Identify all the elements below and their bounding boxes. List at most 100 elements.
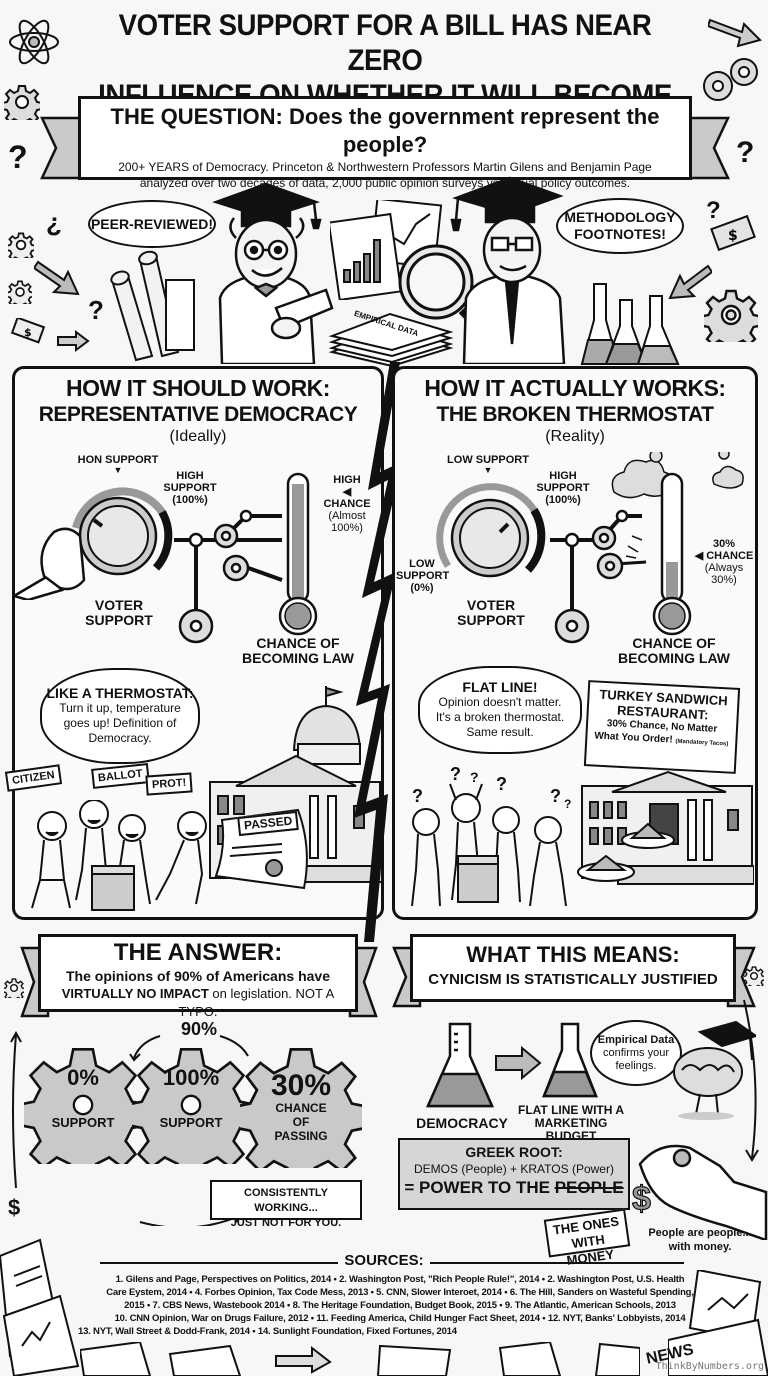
money-icon: $ bbox=[10, 316, 50, 346]
correction-note: THE ONES WITH MONEY bbox=[543, 1208, 631, 1268]
label-line: SUPPORT bbox=[396, 570, 450, 583]
newspaper-pile-right bbox=[667, 1268, 768, 1376]
gear-icon bbox=[5, 280, 35, 309]
answer-line-1: The opinions of 90% of Americans have bbox=[66, 968, 330, 984]
democracy-label: DEMOCRACY bbox=[416, 1115, 508, 1131]
caption-line: SUPPORT bbox=[85, 612, 153, 629]
voter-support-dial bbox=[62, 478, 180, 588]
gear-value: 0% bbox=[67, 1064, 99, 1090]
gear-icon bbox=[5, 232, 37, 264]
question-text: Does the government represent the people… bbox=[289, 104, 660, 157]
svg-text:?: ? bbox=[412, 786, 423, 806]
sources-title: SOURCES: bbox=[344, 1252, 424, 1269]
caption-line: People are people... bbox=[648, 1227, 752, 1239]
bubble-line: It's a broken thermostat. bbox=[435, 710, 565, 724]
methodology-bubble: METHODOLOGY FOOTNOTES! bbox=[556, 198, 684, 254]
empirical-data-stack bbox=[326, 312, 456, 368]
bubble-line: Opinion doesn't matter. bbox=[438, 695, 562, 709]
caption-line: CHANCE OF bbox=[632, 635, 716, 651]
gear-icon bbox=[742, 966, 766, 991]
professor-right bbox=[448, 174, 584, 366]
caption-line: BECOMING LAW bbox=[242, 650, 354, 667]
gear-value: 100% bbox=[162, 1064, 220, 1090]
dial-high-label: HIGH SUPPORT (100%) bbox=[160, 470, 220, 506]
question-mark-icon: ? bbox=[706, 197, 721, 224]
arrow-up-icon bbox=[8, 1030, 22, 1190]
sandwich-plate bbox=[620, 820, 676, 850]
money-hand: $ bbox=[630, 1130, 768, 1242]
label-text: CHANCE bbox=[323, 498, 371, 511]
sandwich-plate bbox=[576, 850, 636, 882]
svg-text:?: ? bbox=[550, 786, 561, 806]
answer-emphasis: VIRTUALLY NO IMPACT bbox=[61, 986, 209, 1001]
greek-result-struck: PEOPLE bbox=[554, 1178, 624, 1197]
label-line: HIGH bbox=[333, 474, 361, 486]
svg-text:$: $ bbox=[632, 1180, 651, 1218]
bubble-text: METHODOLOGY bbox=[564, 209, 676, 225]
actual-qualifier: (Reality) bbox=[545, 428, 605, 445]
answer-line-2: VIRTUALLY NO IMPACT on legislation. NOT … bbox=[41, 985, 355, 1021]
label-line: (100%) bbox=[545, 494, 581, 507]
callout-line: JUST NOT FOR YOU. bbox=[230, 1217, 342, 1229]
gear-30-chance: 30% CHANCE OF PASSING bbox=[240, 1046, 362, 1168]
bubble-line: feelings. bbox=[615, 1059, 657, 1072]
caption-line: SUPPORT bbox=[457, 612, 525, 629]
dial-top-label: LOW SUPPORT ▼ bbox=[438, 454, 538, 476]
label-line: (100%) bbox=[172, 494, 208, 507]
greek-formula: DEMOS (People) + KRATOS (Power) bbox=[414, 1162, 614, 1176]
voter-support-dial-broken bbox=[432, 476, 552, 592]
label-line: ◀ CHANCE bbox=[318, 486, 376, 510]
label-line: 30%) bbox=[711, 574, 737, 587]
label-line: SUPPORT bbox=[536, 482, 590, 495]
answer-banner: THE ANSWER: The opinions of 90% of Ameri… bbox=[38, 934, 358, 1019]
label-text: CHANCE bbox=[706, 550, 754, 563]
gear-icon bbox=[700, 56, 762, 106]
actual-subheading: THE BROKEN THERMOSTAT bbox=[436, 403, 714, 426]
ideal-subheading: REPRESENTATIVE DEMOCRACY bbox=[38, 403, 358, 426]
bubble-line: goes up! Definition of bbox=[63, 716, 177, 730]
svg-text:$: $ bbox=[24, 326, 32, 339]
peer-reviewed-bubble: PEER-REVIEWED! bbox=[88, 200, 216, 248]
dial-high-label: HIGH SUPPORT (100%) bbox=[534, 470, 592, 506]
flask-democracy bbox=[424, 1020, 496, 1112]
thermostat-bubble: LIKE A THERMOSTAT: Turn it up, temperatu… bbox=[40, 668, 200, 764]
label-line: (0%) bbox=[410, 582, 434, 595]
bubble-line: Democracy. bbox=[88, 731, 152, 745]
greek-root-box: GREEK ROOT: DEMOS (People) + KRATOS (Pow… bbox=[398, 1138, 630, 1210]
dial-top-label: HON SUPPORT ▼ bbox=[68, 454, 168, 476]
gear-linkage bbox=[170, 500, 286, 650]
question-prefix: THE QUESTION: bbox=[110, 104, 283, 129]
chance-caption-ideal: CHANCE OF BECOMING LAW bbox=[238, 635, 358, 667]
lightning-divider bbox=[350, 362, 430, 942]
question-title: THE QUESTION: Does the government repres… bbox=[81, 103, 689, 159]
question-mark-icon: ? bbox=[736, 136, 755, 169]
voter-support-caption: VOTER SUPPORT bbox=[76, 597, 162, 629]
atom-icon bbox=[6, 14, 62, 70]
answer-title: THE ANSWER: bbox=[113, 939, 283, 966]
gear-value: 30% bbox=[270, 1069, 332, 1102]
source-line: 2015 • 7. CBS News, Wastebook 2014 • 8. … bbox=[124, 1300, 676, 1311]
gear-icon bbox=[2, 978, 26, 1003]
cycle-percent-label: 90% bbox=[180, 1019, 218, 1039]
scrolls-illustration bbox=[106, 250, 196, 362]
sources-divider-left bbox=[100, 1262, 338, 1264]
money-icon: $ bbox=[708, 214, 758, 254]
caption-line: VOTER bbox=[466, 597, 516, 613]
hand-illustration bbox=[10, 520, 90, 602]
label-line: 30% bbox=[712, 538, 736, 550]
source-line: 10. CNN Opinion, War on Drugs Failure, 2… bbox=[114, 1313, 686, 1324]
greek-result-prefix: = POWER TO THE bbox=[404, 1178, 555, 1197]
pointer-left-icon: ◀ bbox=[694, 550, 707, 563]
bubble-line: confirms your bbox=[602, 1046, 670, 1059]
question-mark-icon: ? bbox=[88, 295, 104, 325]
pointer-icon: ▼ bbox=[113, 465, 123, 476]
svg-text:$: $ bbox=[728, 228, 738, 244]
greek-title: GREEK ROOT: bbox=[465, 1144, 563, 1160]
flask-flatline bbox=[540, 1020, 600, 1100]
question-mark-icon: ¿ bbox=[46, 207, 62, 237]
source-line: Care Eystem, 2014 • 4. Forbes Opinion, T… bbox=[106, 1287, 694, 1298]
newspaper-pile-left bbox=[0, 1236, 80, 1376]
label-line: FLAT LINE WITH A bbox=[518, 1103, 624, 1117]
pointer-icon: ▼ bbox=[483, 465, 493, 476]
thermo-ideal-label: HIGH ◀ CHANCE (Almost 100%) bbox=[318, 474, 376, 534]
